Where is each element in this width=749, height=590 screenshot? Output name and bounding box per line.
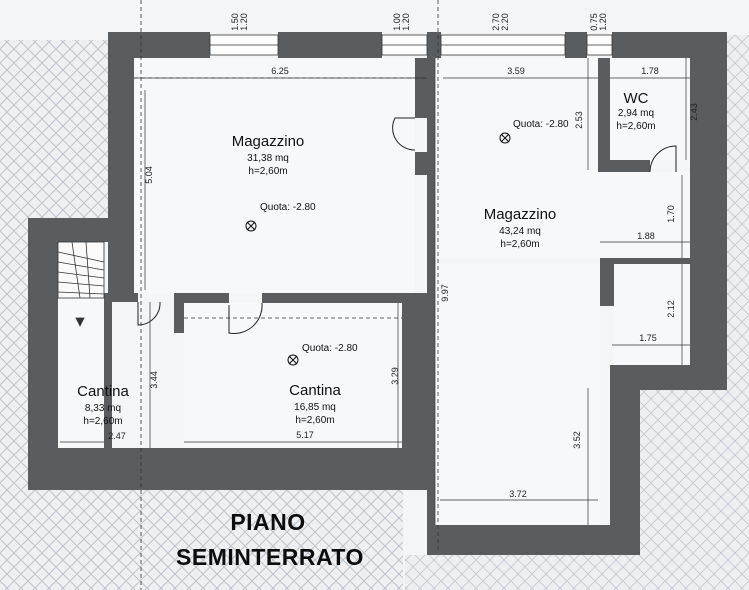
room-cantina-2-height: h=2,60m	[83, 416, 122, 427]
window-2-top-dim: 1.00	[392, 13, 402, 31]
room-magazzino-1-height: h=2,60m	[248, 166, 287, 177]
dim-6-25: 6.25	[271, 66, 289, 76]
room-magazzino-2-quota: Quota: -2.80	[513, 119, 569, 130]
room-cantina-1-height: h=2,60m	[295, 415, 334, 426]
quota-marker-icon	[245, 220, 257, 232]
room-magazzino-2-area: 43,24 mq	[499, 226, 541, 237]
dim-1-75: 1.75	[639, 333, 657, 343]
walls	[28, 32, 727, 555]
room-cantina-1-quota: Quota: -2.80	[302, 343, 358, 354]
window-3-bottom-dim: 2.20	[500, 13, 510, 31]
dim-2-12: 2.12	[666, 300, 676, 318]
room-cantina-1-name: Cantina	[289, 382, 341, 399]
room-wc-name: WC	[624, 90, 649, 107]
room-magazzino-2-height: h=2,60m	[500, 239, 539, 250]
quota-marker-icon	[287, 354, 299, 366]
room-wc-area: 2,94 mq	[618, 108, 654, 119]
terrain-hatch	[0, 35, 749, 590]
quota-markers	[245, 132, 511, 366]
room-wc-height: h=2,60m	[616, 121, 655, 132]
dim-3-52: 3.52	[572, 431, 582, 449]
dim-1-78: 1.78	[641, 66, 659, 76]
dim-1-70: 1.70	[666, 205, 676, 223]
stair	[57, 241, 105, 327]
dim-1-88: 1.88	[637, 231, 655, 241]
plan-title-line-1: PIANO	[230, 509, 305, 535]
room-magazzino-1-name: Magazzino	[232, 133, 305, 150]
window-4-bottom-dim: 1.20	[598, 13, 608, 31]
dim-2-43: 2.43	[689, 103, 699, 121]
window-4-top-dim: 0.75	[589, 13, 599, 31]
room-magazzino-2-name: Magazzino	[484, 206, 557, 223]
room-cantina-2-name: Cantina	[77, 383, 129, 400]
dim-3-72: 3.72	[509, 489, 527, 499]
room-cantina-1-area: 16,85 mq	[294, 402, 336, 413]
dim-2-47: 2.47	[108, 431, 126, 441]
dim-3-59: 3.59	[507, 66, 525, 76]
window-1-top-dim: 1.50	[230, 13, 240, 31]
dim-5-04: 5.04	[144, 166, 154, 184]
room-magazzino-1-area: 31,38 mq	[247, 153, 289, 164]
windows	[209, 34, 613, 56]
doors	[137, 117, 677, 334]
dim-3-44: 3.44	[149, 371, 159, 389]
window-1-bottom-dim: 1.20	[239, 13, 249, 31]
room-magazzino-1-quota: Quota: -2.80	[260, 202, 316, 213]
dim-2-53: 2.53	[574, 111, 584, 129]
dim-3-29: 3.29	[390, 367, 400, 385]
dim-5-17: 5.17	[296, 430, 314, 440]
window-3-top-dim: 2.70	[491, 13, 501, 31]
room-floors	[58, 58, 690, 525]
plan-title-line-2: SEMINTERRATO	[176, 544, 364, 570]
dimension-lines	[60, 58, 690, 525]
window-2-bottom-dim: 1.20	[401, 13, 411, 31]
dashed-lines	[134, 0, 439, 590]
room-cantina-2-area: 8,33 mq	[85, 403, 121, 414]
quota-marker-icon	[499, 132, 511, 144]
dim-9-97: 9.97	[440, 284, 450, 302]
